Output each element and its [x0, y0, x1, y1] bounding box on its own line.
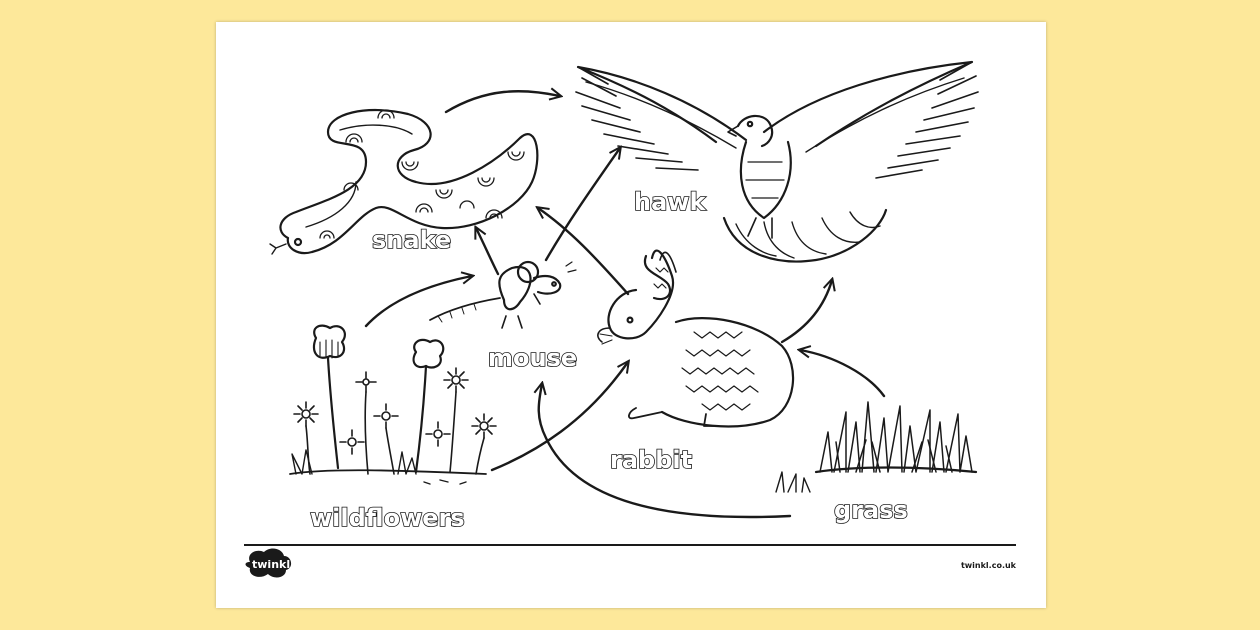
- mouse-illustration: [429, 260, 577, 329]
- label-rabbit: rabbit: [610, 446, 692, 474]
- arrow-grass-to-mouse: [539, 384, 792, 519]
- arrow-rabbit-to-hawk: [780, 280, 832, 344]
- rabbit-illustration: [597, 249, 795, 428]
- arrow-wildflowers-to-rabbit: [490, 362, 628, 472]
- arrow-rabbit-to-mouse-area: [538, 208, 630, 296]
- footer-url: twinkl.co.uk: [961, 561, 1017, 570]
- arrow-snake-to-hawk: [444, 91, 560, 114]
- label-snake: snake: [372, 226, 451, 254]
- label-wildflowers: wildflowers: [310, 504, 465, 532]
- label-grass: grass: [834, 496, 908, 524]
- worksheet: snake hawk mouse rabbit wildflowers gras…: [216, 22, 1046, 608]
- svg-text:twinkl: twinkl: [252, 558, 290, 571]
- arrow-mouse-to-hawk: [544, 148, 620, 262]
- snake-illustration: [269, 108, 539, 255]
- food-web-diagram: snake hawk mouse rabbit wildflowers gras…: [244, 60, 1017, 578]
- arrow-mouse-to-snake: [476, 228, 500, 276]
- food-web-arrows: [364, 91, 886, 519]
- hawk-illustration: [575, 60, 979, 263]
- label-hawk: hawk: [634, 188, 706, 216]
- twinkl-logo: twinkl: [245, 548, 292, 578]
- label-mouse: mouse: [488, 344, 577, 372]
- arrow-grass-to-rabbit: [800, 350, 886, 398]
- arrow-wildflowers-to-mouse: [364, 276, 472, 328]
- wildflowers-illustration: [289, 324, 497, 485]
- grass-illustration: [775, 401, 978, 493]
